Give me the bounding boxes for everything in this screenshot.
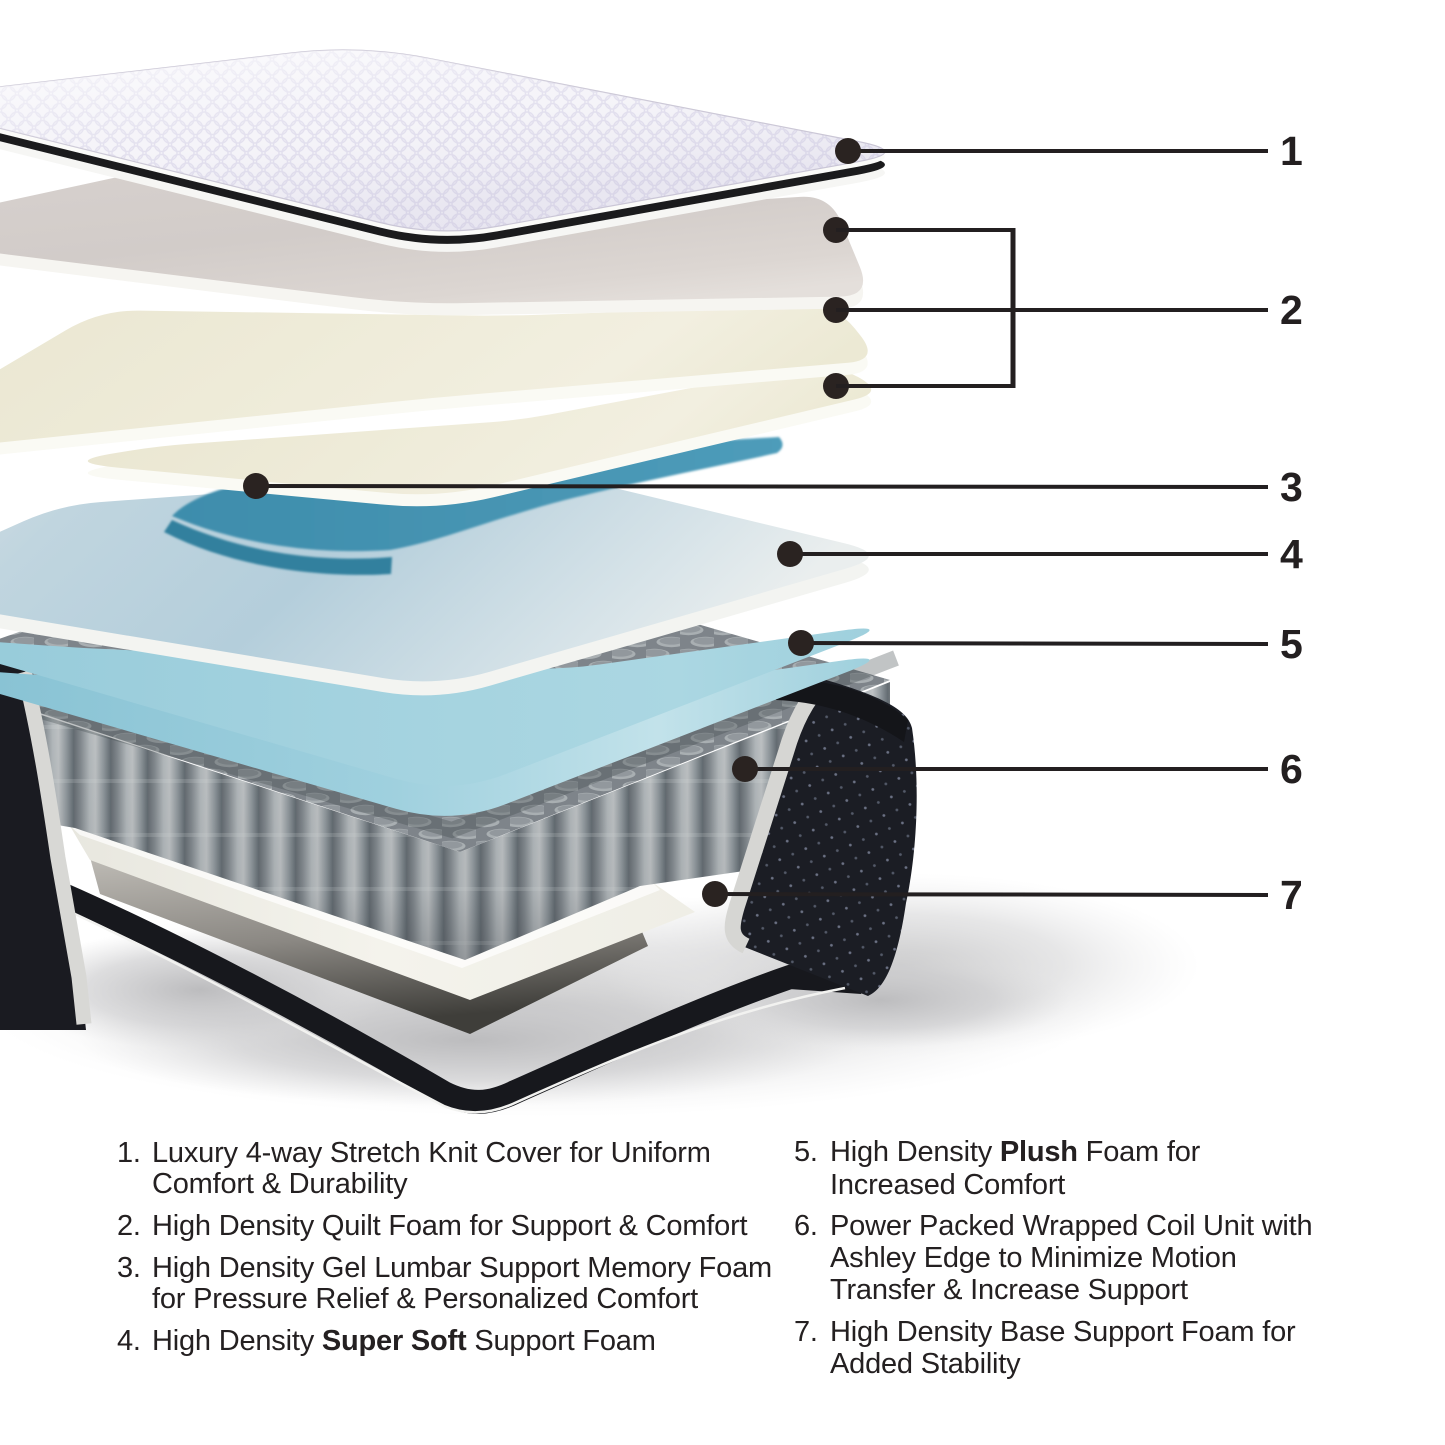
- svg-text:Increased Comfort: Increased Comfort: [830, 1169, 1065, 1201]
- svg-text:High Density Gel Lumbar Suppor: High Density Gel Lumbar Support Memory F…: [152, 1252, 772, 1284]
- svg-text:3.: 3.: [117, 1252, 141, 1284]
- svg-text:High Density Quilt Foam for Su: High Density Quilt Foam for Support & Co…: [152, 1210, 748, 1242]
- svg-text:Luxury 4-way Stretch Knit Cove: Luxury 4-way Stretch Knit Cover for Unif…: [152, 1137, 711, 1169]
- svg-text:7: 7: [1280, 872, 1303, 918]
- svg-text:High Density Plush Foam for: High Density Plush Foam for: [830, 1136, 1201, 1168]
- svg-text:7.: 7.: [794, 1316, 818, 1348]
- svg-text:Comfort & Durability: Comfort & Durability: [152, 1168, 408, 1200]
- svg-text:2: 2: [1280, 287, 1303, 333]
- svg-text:1.: 1.: [117, 1137, 141, 1169]
- svg-text:4.: 4.: [117, 1325, 141, 1357]
- svg-text:2.: 2.: [117, 1210, 141, 1242]
- svg-text:Added Stability: Added Stability: [830, 1348, 1021, 1380]
- svg-text:6: 6: [1280, 746, 1303, 792]
- svg-text:1: 1: [1280, 128, 1303, 174]
- svg-text:5: 5: [1280, 621, 1303, 667]
- svg-text:6.: 6.: [794, 1210, 818, 1242]
- svg-text:High Density Super Soft Suppor: High Density Super Soft Support Foam: [152, 1325, 656, 1357]
- svg-text:High Density Base Support Foam: High Density Base Support Foam for: [830, 1316, 1296, 1348]
- svg-text:Power Packed Wrapped Coil Unit: Power Packed Wrapped Coil Unit with: [830, 1210, 1312, 1242]
- svg-text:Transfer & Increase Support: Transfer & Increase Support: [830, 1274, 1188, 1306]
- svg-text:5.: 5.: [794, 1136, 818, 1168]
- svg-text:4: 4: [1280, 531, 1303, 577]
- svg-text:for Pressure Relief & Personal: for Pressure Relief & Personalized Comfo…: [152, 1283, 698, 1315]
- svg-text:Ashley Edge to Minimize Motion: Ashley Edge to Minimize Motion: [830, 1242, 1237, 1274]
- svg-text:3: 3: [1280, 464, 1303, 510]
